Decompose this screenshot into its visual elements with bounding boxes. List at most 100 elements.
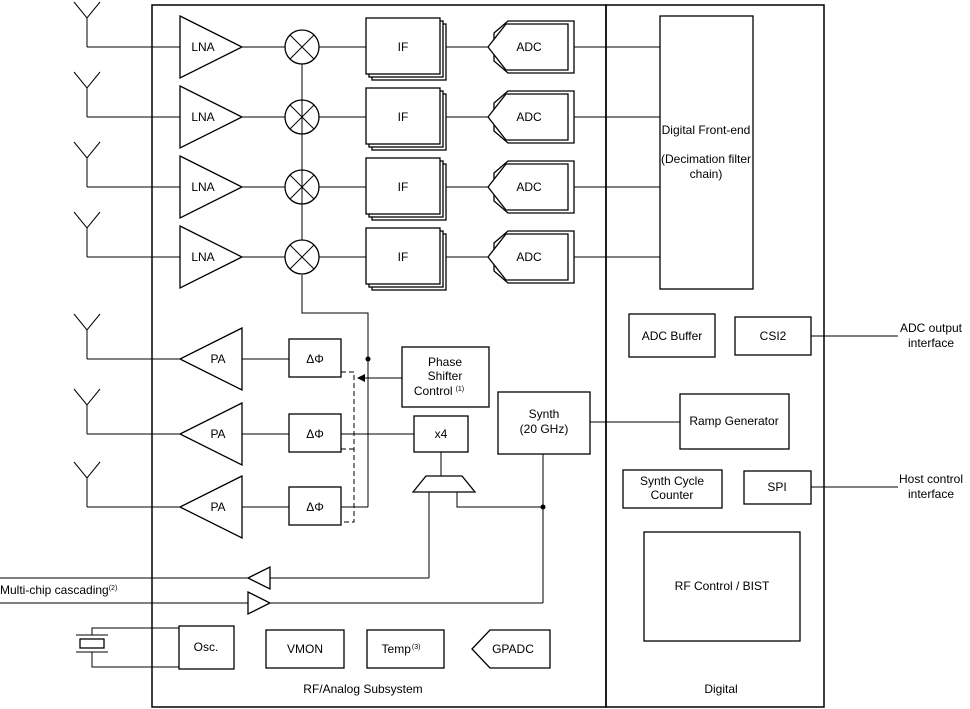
tx-antenna-icon-3 [73, 461, 101, 507]
mixer-cross-4 [289, 244, 315, 270]
lna-block-2 [179, 84, 244, 150]
ramp-generator-block [679, 393, 790, 450]
adc-output-label-line1: ADC output [900, 321, 963, 335]
rf-control-bist-block [643, 531, 801, 642]
multi-chip-label: Multi-chip cascading(2) [0, 583, 117, 597]
adc-label-1: ADC [516, 40, 542, 54]
if-block-2 [365, 87, 441, 145]
csi2-block [734, 316, 812, 356]
rf-analog-label: RF/Analog Subsystem [303, 682, 422, 696]
phase-shifter-label-line1: Phase [428, 355, 462, 369]
pa-label-3: PA [210, 500, 225, 514]
adc-block-1 [487, 23, 569, 71]
pa-label-2: PA [210, 427, 225, 441]
lna-block-3 [179, 154, 244, 220]
adc-block-3 [487, 163, 569, 211]
adc-block-2 [487, 93, 569, 141]
adc-buffer-label: ADC Buffer [642, 329, 702, 343]
vmon-block [265, 629, 345, 669]
phase-shifter-label-line3-text: Control [414, 384, 453, 398]
temp-note: (3) [412, 644, 421, 651]
if-label-2: IF [398, 110, 409, 124]
phase-shifter-label-1: ΔΦ [306, 352, 324, 366]
phase-shifter-control-block [401, 346, 490, 408]
temp-block [366, 629, 445, 669]
rx-antenna-icon-2 [73, 71, 101, 117]
mixer-cross-1 [289, 34, 315, 60]
phase-shifter-block-1 [288, 338, 342, 378]
if-block-1 [365, 17, 441, 75]
x4-label: x4 [435, 427, 448, 441]
lna-label-3: LNA [191, 180, 214, 194]
phase-shifter-block-3 [288, 486, 342, 526]
gpadc-label: GPADC [492, 642, 534, 656]
mux-to-synth-line [456, 492, 543, 508]
synth-block [497, 391, 591, 455]
temp-label-text: Temp [382, 642, 412, 656]
lo-mux-block [411, 475, 477, 493]
phase-shifter-label-3: ΔΦ [306, 500, 324, 514]
digital-frontend-block [659, 15, 754, 290]
phase-shifter-block-2 [288, 413, 342, 453]
synth-cycle-counter-line1: Synth Cycle [640, 474, 704, 488]
rx-antenna-icon-1 [73, 1, 101, 47]
rx-antenna-icon-4 [73, 211, 101, 257]
tx-antenna-icon-2 [73, 388, 101, 434]
synth-junction [540, 504, 546, 510]
multi-chip-label-text: Multi-chip cascading [0, 583, 109, 597]
phase-shifter-dashed-bus [341, 371, 355, 523]
if-label-4: IF [398, 250, 409, 264]
phase-shifter-label-2: ΔΦ [306, 427, 324, 441]
if-label-3: IF [398, 180, 409, 194]
decimation-label-line2: chain) [690, 167, 723, 181]
digital-label: Digital [704, 682, 737, 696]
crystal-icon [79, 638, 105, 649]
phase-shifter-junction [365, 356, 371, 362]
cascade-in-buffer [247, 590, 272, 616]
gpadc-block [471, 629, 551, 669]
adc-label-2: ADC [516, 110, 542, 124]
lna-block-4 [179, 224, 244, 290]
cascade-out-buffer [246, 565, 271, 591]
rx-antenna-icon-3 [73, 141, 101, 187]
adc-label-4: ADC [516, 250, 542, 264]
synth-label-line1: Synth [529, 407, 560, 421]
temp-label: Temp(3) [382, 642, 421, 656]
vmon-label: VMON [287, 642, 323, 656]
lna-block-1 [179, 14, 244, 80]
if-label-1: IF [398, 40, 409, 54]
host-control-label-line1: Host control [899, 472, 963, 486]
phase-shifter-note: (1) [456, 386, 465, 393]
tx-antenna-icon-1 [73, 313, 101, 359]
lna-label-1: LNA [191, 40, 214, 54]
synth-cycle-counter-block [622, 469, 723, 509]
adc-block-4 [487, 233, 569, 281]
rf-control-bist-label: RF Control / BIST [675, 579, 770, 593]
osc-block [178, 625, 235, 670]
synth-cycle-counter-line2: Counter [651, 488, 694, 502]
if-block-3 [365, 157, 441, 215]
phase-shifter-label-line3: Control(1) [414, 384, 464, 398]
lo-feed-line [301, 275, 369, 359]
crystal-bottom-wire [91, 652, 179, 668]
csi2-label: CSI2 [760, 329, 787, 343]
spi-label: SPI [767, 480, 786, 494]
lna-label-2: LNA [191, 110, 214, 124]
ramp-generator-label: Ramp Generator [689, 414, 778, 428]
if-block-4 [365, 227, 441, 285]
digital-frontend-label: Digital Front-end [662, 123, 751, 137]
phase-shifter-label-line2: Shifter [428, 369, 463, 383]
multi-chip-note: (2) [109, 585, 118, 592]
crystal-top-wire [91, 627, 179, 635]
lna-label-4: LNA [191, 250, 214, 264]
adc-buffer-block [628, 313, 716, 358]
synth-label-line2: (20 GHz) [520, 422, 569, 436]
host-control-label-line2: interface [908, 487, 954, 501]
decimation-label-line1: (Decimation filter [661, 152, 751, 166]
adc-label-3: ADC [516, 180, 542, 194]
adc-output-label-line2: interface [908, 336, 954, 350]
digital-frame [605, 4, 825, 708]
osc-label: Osc. [194, 640, 219, 654]
